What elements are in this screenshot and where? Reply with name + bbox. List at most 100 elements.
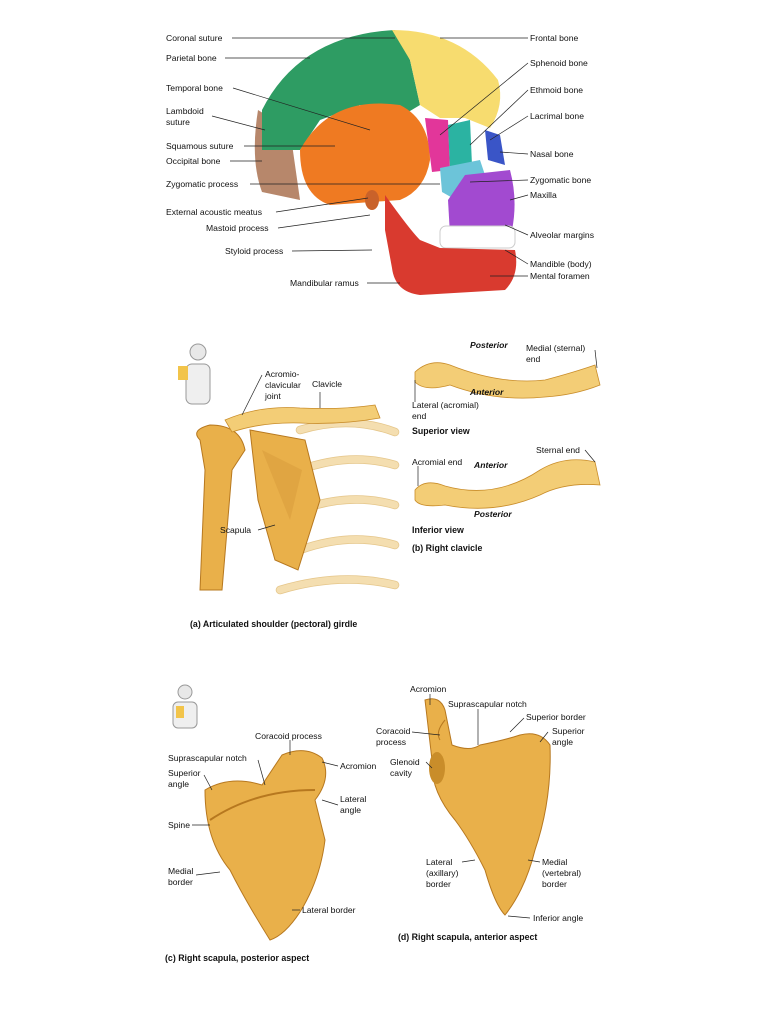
acromion-anterior-label: Acromion <box>410 684 447 694</box>
parietal-bone-label: Parietal bone <box>166 53 217 63</box>
medial-border-label-2: border <box>168 877 193 887</box>
acromial-end-label: Acromial end <box>412 457 462 467</box>
anterior-bottom-label: Anterior <box>473 460 508 470</box>
superior-angle-anterior-label-1: Superior <box>552 726 585 736</box>
lambdoid-suture-label-2: suture <box>166 117 190 127</box>
coracoid-process-label: Coracoid process <box>255 731 322 741</box>
zygomatic-bone-label: Zygomatic bone <box>530 175 591 185</box>
medial-vertebral-border-label-2: (vertebral) <box>542 868 581 878</box>
superior-angle-anterior-label-2: angle <box>552 737 573 747</box>
posterior-bottom-label: Posterior <box>474 509 512 519</box>
sphenoid-bone-label: Sphenoid bone <box>530 58 588 68</box>
ethmoid-bone-label: Ethmoid bone <box>530 85 583 95</box>
lateral-axillary-border-label-2: (axillary) <box>426 868 459 878</box>
superior-view-label: Superior view <box>412 426 470 436</box>
inferior-angle-label: Inferior angle <box>533 913 583 923</box>
lateral-acromial-end-label-2: end <box>412 411 427 421</box>
nasal-bone-region <box>485 130 505 165</box>
caption-d: (d) Right scapula, anterior aspect <box>398 932 537 942</box>
skull-leader-lines <box>211 37 529 284</box>
nasal-bone-label: Nasal bone <box>530 149 574 159</box>
spine-label: Spine <box>168 820 190 830</box>
lateral-border-label: Lateral border <box>302 905 356 915</box>
posterior-top-label: Posterior <box>470 340 508 350</box>
coracoid-process-anterior-label-2: process <box>376 737 406 747</box>
scapula-posterior-shape <box>204 750 327 941</box>
skeleton-thumbnail-c <box>172 684 198 729</box>
medial-sternal-end-label-1: Medial (sternal) <box>526 343 585 353</box>
mental-foramen-label: Mental foramen <box>530 271 590 281</box>
caption-b: (b) Right clavicle <box>412 543 482 553</box>
suprascapular-notch-label: Suprascapular notch <box>168 753 247 763</box>
clavicle-inferior-view <box>414 459 601 509</box>
external-acoustic-meatus-label: External acoustic meatus <box>166 207 262 217</box>
superior-angle-label-2: angle <box>168 779 189 789</box>
clavicle-label: Clavicle <box>312 379 342 389</box>
suprascapular-notch-anterior-label: Suprascapular notch <box>448 699 527 709</box>
mastoid-process-label: Mastoid process <box>206 223 269 233</box>
mandibular-ramus-label: Mandibular ramus <box>290 278 359 288</box>
caption-c: (c) Right scapula, posterior aspect <box>165 953 309 963</box>
shoulder-leader-lines <box>241 374 321 531</box>
scapula-posterior-leader-lines <box>192 740 339 911</box>
frontal-bone-label: Frontal bone <box>530 33 578 43</box>
external-acoustic-meatus-shape <box>365 190 379 210</box>
mandible-region <box>385 195 517 295</box>
frontal-bone-region <box>392 30 501 128</box>
scapula-anterior-labels: Acromion Suprascapular notch Superior bo… <box>376 684 586 942</box>
teeth <box>439 225 516 249</box>
scapula-label: Scapula <box>220 525 251 535</box>
lambdoid-suture-label-1: Lambdoid <box>166 106 204 116</box>
acromioclavicular-joint-label-1: Acromio- <box>265 369 300 379</box>
medial-vertebral-border-label-1: Medial <box>542 857 567 867</box>
zygomatic-process-label: Zygomatic process <box>166 179 238 189</box>
lateral-angle-label-2: angle <box>340 805 361 815</box>
acromion-label: Acromion <box>340 761 377 771</box>
clavicle-labels: Posterior Medial (sternal) end Anterior … <box>412 340 585 553</box>
lateral-axillary-border-label-3: border <box>426 879 451 889</box>
humerus <box>196 424 246 591</box>
glenoid-cavity-label-1: Glenoid <box>390 757 420 767</box>
inferior-view-label: Inferior view <box>412 525 464 535</box>
clavicle-superior-view <box>414 362 601 399</box>
temporal-bone-region <box>300 103 430 205</box>
medial-vertebral-border-label-3: border <box>542 879 567 889</box>
temporal-bone-label: Temporal bone <box>166 83 223 93</box>
lateral-acromial-end-label-1: Lateral (acromial) <box>412 400 479 410</box>
parietal-bone-region <box>262 30 420 150</box>
clavicle-leader-lines <box>414 349 598 486</box>
medial-border-label-1: Medial <box>168 866 193 876</box>
superior-border-label: Superior border <box>526 712 586 722</box>
maxilla-region <box>448 170 515 235</box>
caption-a: (a) Articulated shoulder (pectoral) gird… <box>190 619 357 629</box>
ethmoid-bone-region <box>448 120 472 170</box>
acromioclavicular-joint-label-2: clavicular <box>265 380 301 390</box>
skull-illustration <box>254 30 517 295</box>
squamous-suture-label: Squamous suture <box>166 141 234 151</box>
mandible-body-label: Mandible (body) <box>530 259 592 269</box>
skull-right-labels: Frontal bone Sphenoid bone Ethmoid bone … <box>530 33 594 281</box>
shoulder-labels: Acromio- clavicular joint Clavicle Scapu… <box>190 369 357 629</box>
scapula-in-situ <box>249 429 321 571</box>
clavicle-in-situ <box>224 404 381 433</box>
maxilla-label: Maxilla <box>530 190 557 200</box>
lateral-angle-label-1: Lateral <box>340 794 366 804</box>
occipital-bone-label: Occipital bone <box>166 156 221 166</box>
coracoid-process-anterior-label-1: Coracoid <box>376 726 411 736</box>
glenoid-cavity-label-2: cavity <box>390 768 413 778</box>
superior-angle-label-1: Superior <box>168 768 201 778</box>
medial-sternal-end-label-2: end <box>526 354 541 364</box>
coronal-suture-label: Coronal suture <box>166 33 223 43</box>
skeleton-thumbnail-a <box>178 343 211 405</box>
lateral-axillary-border-label-1: Lateral <box>426 857 452 867</box>
sternal-end-label: Sternal end <box>536 445 580 455</box>
lacrimal-bone-label: Lacrimal bone <box>530 111 584 121</box>
anterior-top-label: Anterior <box>469 387 504 397</box>
alveolar-margins-label: Alveolar margins <box>530 230 594 240</box>
acromioclavicular-joint-label-3: joint <box>264 391 281 401</box>
styloid-process-label: Styloid process <box>225 246 283 256</box>
scapula-anterior-leader-lines <box>411 694 549 919</box>
skull-left-labels: Coronal suture Parietal bone Temporal bo… <box>166 33 359 288</box>
scapula-anterior-shape <box>424 698 551 916</box>
